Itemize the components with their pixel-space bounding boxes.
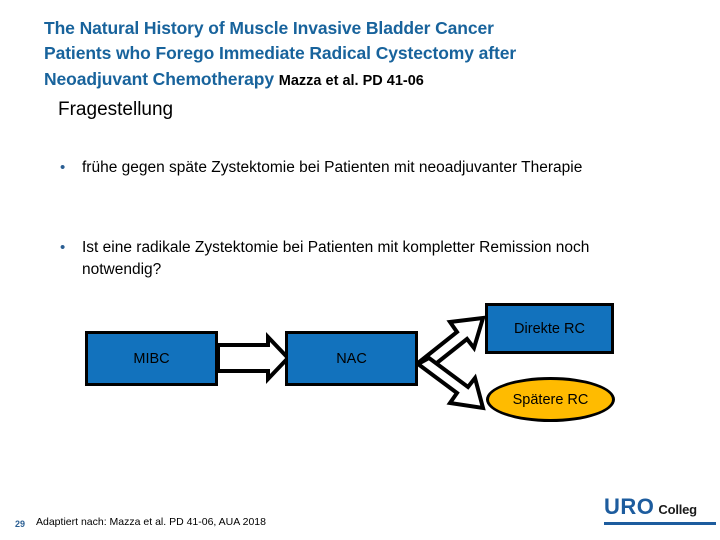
uro-college-logo: URO Colleg — [604, 494, 720, 525]
list-item: • Ist eine radikale Zystektomie bei Pati… — [58, 237, 668, 281]
diagram-node-nac: NAC — [285, 331, 418, 386]
title-reference: Mazza et al. PD 41-06 — [278, 72, 424, 89]
section-heading: Fragestellung — [58, 99, 174, 120]
page-title: The Natural History of Muscle Invasive B… — [44, 16, 644, 92]
arrow-nac-to-direkte-rc — [414, 315, 486, 373]
bullet-marker-icon: • — [60, 159, 66, 176]
diagram-node-spaetere-rc: Spätere RC — [486, 377, 615, 422]
list-item: • frühe gegen späte Zystektomie bei Pati… — [58, 157, 668, 179]
footer-source-note: Adaptiert nach: Mazza et al. PD 41-06, A… — [36, 516, 266, 528]
arrow-mibc-to-nac — [216, 332, 291, 384]
bullet-marker-icon: • — [60, 239, 66, 256]
logo-underline-rule — [604, 522, 716, 525]
arrow-nac-to-spaetere-rc — [414, 355, 486, 411]
logo-secondary-text: Colleg — [658, 502, 697, 517]
logo-primary-text: URO — [604, 494, 655, 519]
diagram-node-mibc: MIBC — [85, 331, 218, 386]
bullet-text: Ist eine radikale Zystektomie bei Patien… — [82, 239, 590, 278]
logo-wordmark: URO Colleg — [604, 494, 720, 520]
title-line-2: Patients who Forego Immediate Radical Cy… — [44, 43, 517, 64]
diagram-node-direkte-rc: Direkte RC — [485, 303, 614, 354]
title-line-3: Neoadjuvant Chemotherapy — [44, 68, 275, 89]
bullet-text: frühe gegen späte Zystektomie bei Patien… — [82, 159, 583, 176]
title-line-1: The Natural History of Muscle Invasive B… — [44, 18, 494, 38]
page-number: 29 — [15, 519, 26, 529]
